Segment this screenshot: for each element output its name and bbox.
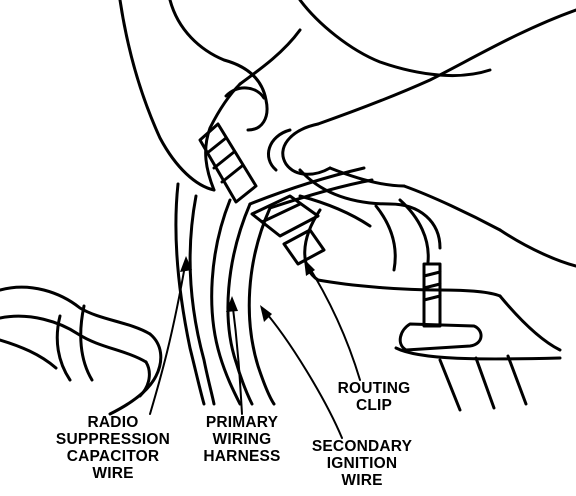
upper-hand bbox=[118, 0, 492, 192]
label-line: RADIO bbox=[87, 414, 139, 431]
leader-lines bbox=[149, 259, 361, 439]
radio-suppression-capacitor-wire-label: RADIO SUPPRESSION CAPACITOR WIRE bbox=[44, 414, 182, 482]
connector-boot bbox=[198, 122, 258, 204]
label-line: WIRE bbox=[92, 465, 134, 482]
label-line: ROUTING bbox=[337, 380, 411, 397]
routing-clip-label: ROUTING CLIP bbox=[322, 380, 426, 414]
leader-secondary-wire bbox=[261, 307, 343, 439]
label-line: HARNESS bbox=[203, 448, 281, 465]
secondary-ignition-wire-label: SECONDARY IGNITION WIRE bbox=[296, 438, 428, 489]
primary-wiring-harness-label: PRIMARY WIRING HARNESS bbox=[188, 414, 296, 465]
routing-clip bbox=[250, 194, 326, 266]
label-line: CAPACITOR bbox=[66, 448, 160, 465]
leader-routing-clip bbox=[305, 261, 361, 381]
label-line: SECONDARY bbox=[311, 438, 413, 455]
label-line: IGNITION bbox=[326, 455, 398, 472]
right-hand bbox=[267, 8, 576, 298]
leader-radio-suppression bbox=[149, 259, 187, 415]
label-line: PRIMARY bbox=[205, 414, 279, 431]
radiator-hose bbox=[0, 285, 163, 416]
mounting-stud-bracket bbox=[394, 262, 562, 412]
leader-primary-harness bbox=[231, 299, 243, 415]
label-line: WIRING bbox=[212, 431, 272, 448]
label-line: CLIP bbox=[355, 397, 393, 414]
wire-bundle bbox=[174, 166, 374, 406]
label-line: WIRE bbox=[341, 472, 383, 489]
leader-arrowheads bbox=[180, 256, 315, 322]
label-line: SUPPRESSION bbox=[55, 431, 171, 448]
